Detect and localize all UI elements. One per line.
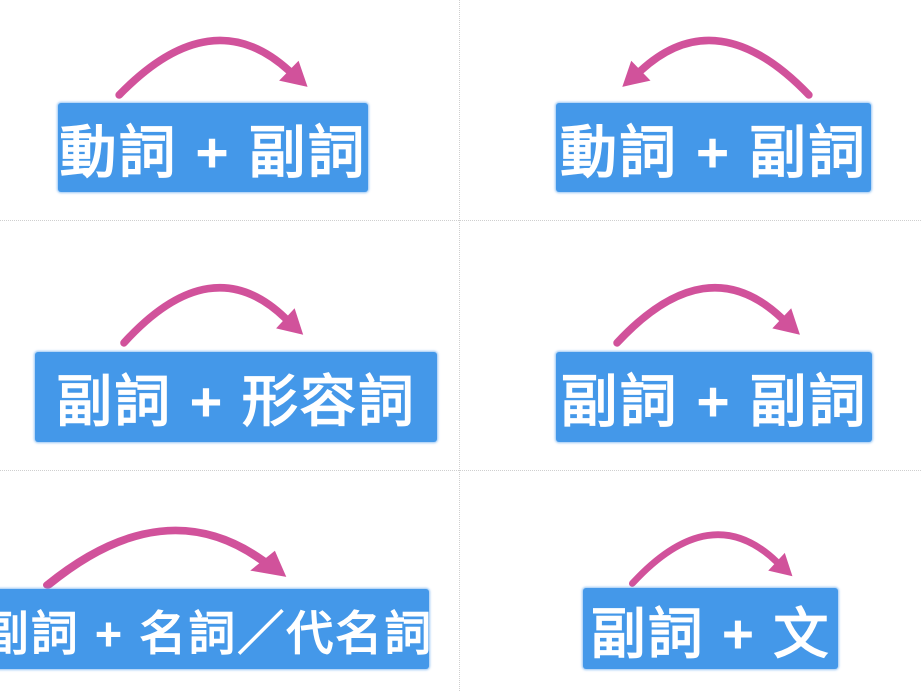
phrase-label: 副詞 + 副詞 [560, 370, 868, 434]
phrase-label: 動詞 + 副詞 [59, 120, 367, 185]
phrase-label: 副詞 + 形容詞 [56, 369, 416, 433]
curved-arrow-right-icon [118, 261, 315, 348]
phrase-box-adverb-sentence: 副詞 + 文 [583, 588, 838, 669]
phrase-box-adverb-adjective: 副詞 + 形容詞 [35, 352, 437, 442]
phrase-label: 副詞 + 名詞／代名詞 [0, 606, 434, 660]
phrase-box-verb-adverb-reversed: 動詞 + 副詞 [556, 103, 871, 192]
phrase-label: 動詞 + 副詞 [560, 120, 867, 185]
phrase-box-verb-adverb: 動詞 + 副詞 [58, 103, 368, 192]
curved-arrow-right-icon [40, 504, 302, 590]
phrase-box-adverb-noun-pronoun: 副詞 + 名詞／代名詞 [0, 589, 431, 669]
horizontal-divider-1 [0, 220, 921, 221]
curved-arrow-right-icon [113, 14, 320, 100]
phrase-label: 副詞 + 文 [590, 602, 831, 665]
curved-arrow-right-icon [627, 511, 803, 588]
horizontal-divider-2 [0, 470, 921, 471]
curved-arrow-right-icon [611, 261, 812, 348]
vertical-divider [459, 0, 460, 691]
curved-arrow-left-icon [610, 14, 815, 100]
phrase-box-adverb-adverb: 副詞 + 副詞 [556, 352, 872, 442]
